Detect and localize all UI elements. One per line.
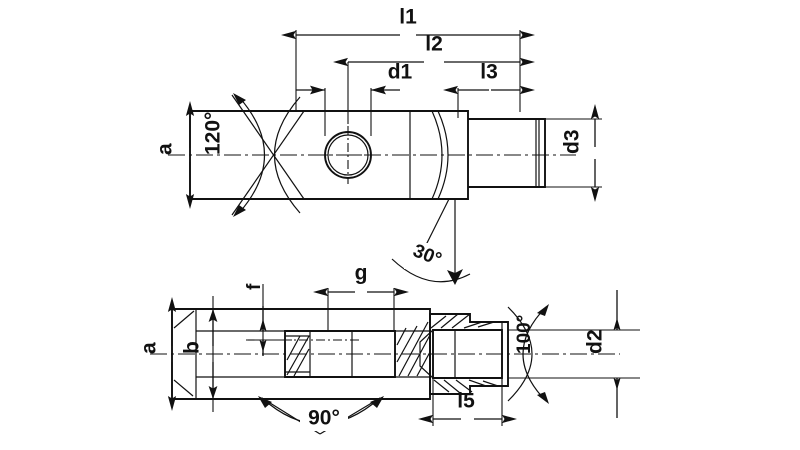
angle-90-chamfer: 90° xyxy=(258,396,384,435)
dimension-d3-label: d3 xyxy=(561,129,584,154)
dimension-l3-label: l3 xyxy=(480,61,498,84)
dimension-b: b xyxy=(181,296,218,412)
dimension-d2-label: d2 xyxy=(584,329,607,354)
dimension-d2: d2 xyxy=(508,290,640,418)
dimension-d1-label: d1 xyxy=(388,61,413,84)
angle-100-label: 100° xyxy=(514,315,535,354)
dimension-g-label: g xyxy=(355,262,368,285)
dimension-l1: l1 xyxy=(281,6,535,112)
dimension-a-top: a xyxy=(154,101,195,209)
bottom-view-group: 90° 100° a b xyxy=(138,262,640,435)
top-view-group: 120° a l1 l2 xyxy=(154,6,602,285)
section-hatching xyxy=(173,310,499,397)
dimension-d3: d3 xyxy=(545,104,602,202)
angle-30-leader: 30° xyxy=(391,198,471,285)
dimension-l1-label: l1 xyxy=(399,6,417,29)
dimension-b-label: b xyxy=(181,341,204,354)
dimension-f-label: f xyxy=(244,283,265,290)
dimension-a-bottom-label: a xyxy=(138,342,161,354)
cross-hole-circle xyxy=(319,126,377,184)
dimension-l2: l2 xyxy=(333,33,535,124)
dimension-f: f xyxy=(244,283,292,356)
dimension-l2-label: l2 xyxy=(425,33,443,56)
dimension-g: g xyxy=(313,262,409,332)
dimension-l3: l3 xyxy=(443,61,535,118)
dimension-l5: l5 xyxy=(418,378,517,426)
dimension-d1: d1 xyxy=(296,61,413,136)
angle-120-label: 120° xyxy=(202,112,225,155)
dimension-a-top-label: a xyxy=(154,143,177,155)
dimension-l5-label: l5 xyxy=(457,390,475,413)
angle-100-chamfer: 100° xyxy=(507,304,549,404)
angle-90-label: 90° xyxy=(308,407,340,430)
dimension-a-bottom: a xyxy=(138,297,177,411)
